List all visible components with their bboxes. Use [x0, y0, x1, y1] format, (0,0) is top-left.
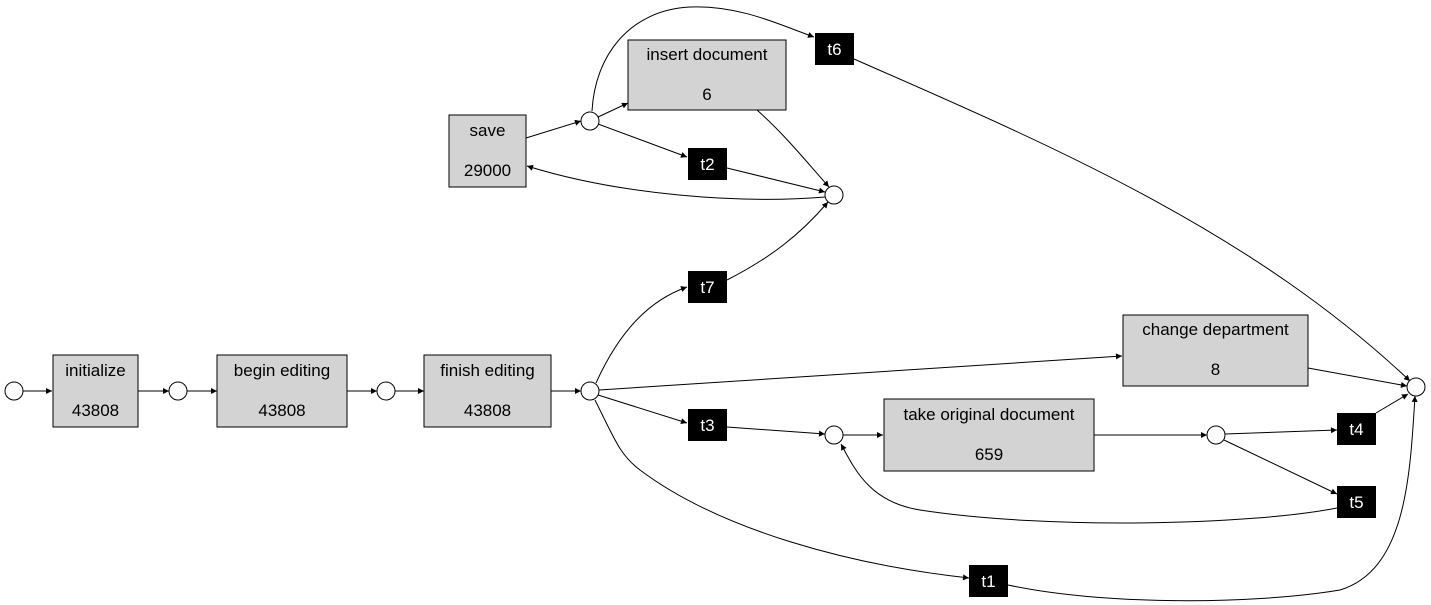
task-begin-editing[interactable]: begin editing 43808: [216, 354, 348, 428]
task-label: change department: [1142, 320, 1289, 339]
task-label: take original document: [903, 405, 1074, 424]
arc-t4-pend: [1375, 393, 1409, 414]
transition-label: t6: [827, 40, 841, 59]
arc-insert-document-pmerge: [756, 109, 830, 188]
arc-t7-pmerge: [726, 201, 829, 281]
place-after-initialize[interactable]: [168, 381, 188, 401]
transition-label: t1: [981, 572, 995, 591]
arc-pmerge-save: [526, 164, 826, 200]
place-after-take-original[interactable]: [1206, 425, 1226, 445]
task-count: 43808: [258, 401, 305, 420]
arc-t5-ptakein: [840, 443, 1338, 524]
task-count: 43808: [464, 401, 511, 420]
task-label: initialize: [65, 361, 125, 380]
silent-transition-t5[interactable]: t5: [1337, 486, 1376, 518]
task-label: insert document: [647, 45, 768, 64]
place-start[interactable]: [4, 381, 24, 401]
task-save[interactable]: save 29000: [448, 114, 527, 188]
silent-transition-t3[interactable]: t3: [688, 409, 727, 441]
task-initialize[interactable]: initialize 43808: [52, 354, 139, 428]
arc-ptakeout-t5: [1223, 439, 1338, 495]
arc-p3-t3: [597, 394, 688, 425]
transition-label: t7: [700, 278, 714, 297]
task-finish-editing[interactable]: finish editing 43808: [423, 354, 552, 428]
arc-change-department-pend: [1307, 367, 1408, 388]
task-count: 29000: [464, 161, 511, 180]
place-before-take-original[interactable]: [824, 425, 844, 445]
transition-label: t5: [1349, 493, 1363, 512]
arc-p3-t7: [595, 286, 688, 384]
place-after-save[interactable]: [580, 111, 600, 131]
arc-t6-pend: [853, 58, 1411, 382]
transition-label: t3: [700, 416, 714, 435]
transition-label: t2: [700, 155, 714, 174]
arc-p3-t1: [594, 399, 970, 581]
task-count: 659: [975, 445, 1003, 464]
silent-transition-t2[interactable]: t2: [688, 148, 727, 180]
silent-transitions: t1 t2 t3 t4 t5 t6 t7: [688, 33, 1376, 597]
silent-transition-t6[interactable]: t6: [815, 33, 854, 65]
places: [4, 111, 1426, 445]
arc-psave-t6: [591, 6, 815, 112]
task-change-department[interactable]: change department 8: [1122, 314, 1309, 387]
silent-transition-t1[interactable]: t1: [969, 565, 1008, 597]
arc-t1-pend: [1007, 395, 1418, 602]
task-insert-document[interactable]: insert document 6: [627, 39, 787, 111]
place-after-begin-editing[interactable]: [376, 381, 396, 401]
place-merge[interactable]: [824, 185, 844, 205]
tasks: initialize 43808 begin editing 43808 fin…: [52, 39, 1309, 472]
arc-save-psave: [525, 119, 582, 139]
task-count: 43808: [72, 401, 119, 420]
arc-t3-ptakein: [726, 426, 826, 437]
task-label: save: [470, 121, 506, 140]
arc-psave-insert-document: [597, 102, 629, 118]
arcs: [23, 6, 1418, 602]
task-label: finish editing: [440, 361, 535, 380]
task-take-original-document[interactable]: take original document 659: [883, 398, 1095, 472]
silent-transition-t4[interactable]: t4: [1337, 413, 1376, 445]
arc-ptakeout-t4: [1224, 427, 1338, 435]
arc-t2-pmerge: [726, 167, 826, 194]
transition-label: t4: [1349, 420, 1363, 439]
place-after-finish-editing[interactable]: [580, 381, 600, 401]
task-label: begin editing: [234, 361, 330, 380]
task-count: 8: [1211, 360, 1220, 379]
arc-psave-t2: [597, 123, 688, 158]
arc-p3-change-department: [598, 353, 1123, 391]
silent-transition-t7[interactable]: t7: [688, 271, 727, 303]
place-end[interactable]: [1406, 377, 1426, 397]
task-count: 6: [702, 85, 711, 104]
